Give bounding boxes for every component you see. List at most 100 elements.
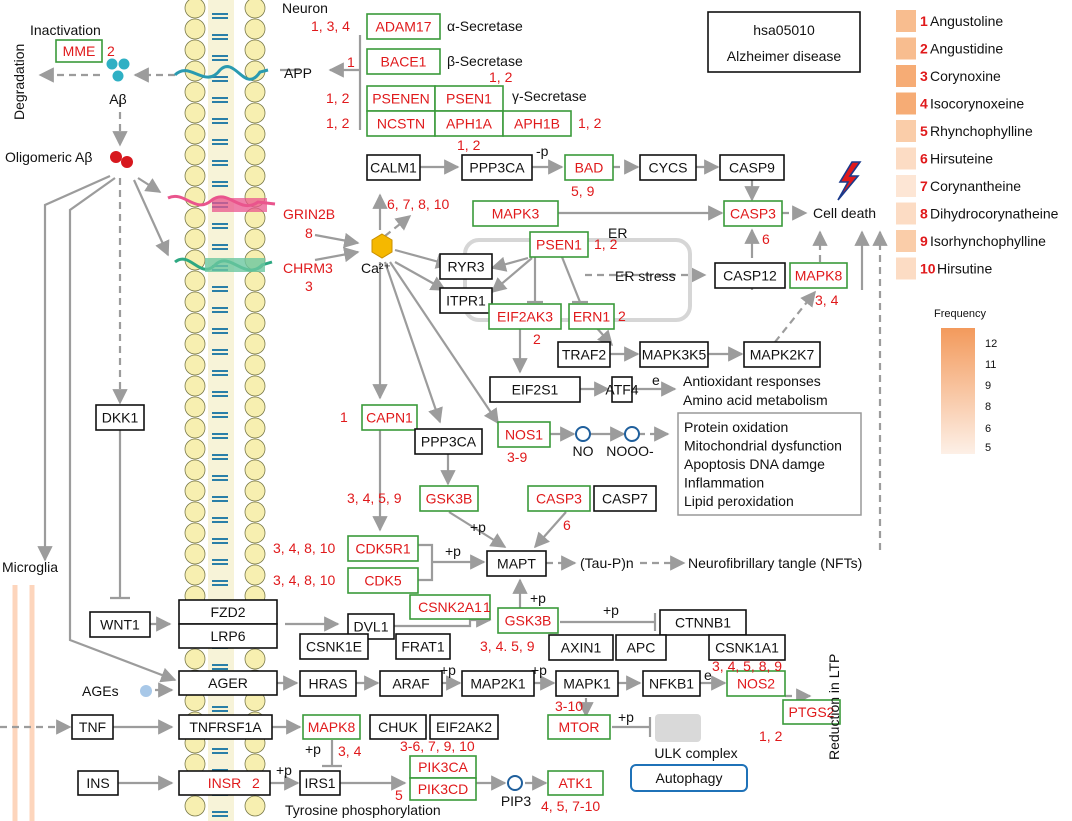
gene-aph1b[interactable]: APH1B — [502, 110, 572, 137]
gene-gsk3b2[interactable]: GSK3B — [497, 607, 559, 634]
gene-nos2[interactable]: NOS2 — [726, 670, 786, 697]
gene-eif2ak3[interactable]: EIF2AK3 — [488, 303, 562, 330]
ref-mapk8a: 3, 4 — [815, 292, 839, 308]
gene-csnk1e[interactable]: CSNK1E — [299, 633, 369, 660]
gene-label: ATF4 — [605, 382, 638, 398]
gene-atf4[interactable]: ATF4 — [605, 376, 639, 403]
gene-label: MAPK3 — [492, 206, 540, 222]
gene-axin1[interactable]: AXIN1 — [548, 634, 614, 661]
gene-map2k1[interactable]: MAP2K1 — [461, 670, 535, 697]
gene-mapk8a[interactable]: MAPK8 — [789, 262, 848, 289]
gene-csnk1a1[interactable]: CSNK1A1 — [708, 634, 786, 661]
gene-ryr3[interactable]: RYR3 — [439, 253, 493, 280]
gene-ppp3ca2[interactable]: PPP3CA — [414, 428, 483, 455]
gene-label: FZD2 — [211, 604, 246, 620]
gene-fzd2[interactable]: FZD2 — [178, 599, 278, 625]
ref-nos2: 3, 4, 5, 8, 9 — [712, 658, 782, 674]
gene-traf2[interactable]: TRAF2 — [557, 341, 611, 368]
gene-cdk5[interactable]: CDK5 — [347, 567, 419, 594]
gene-label: NOS2 — [737, 676, 775, 692]
gene-psen1b[interactable]: PSEN1 — [529, 231, 589, 258]
gene-csnk2a1[interactable]: CSNK2A1 — [409, 594, 491, 620]
gene-irs1[interactable]: IRS1 — [299, 770, 341, 796]
gene-itpr1[interactable]: ITPR1 — [439, 287, 493, 314]
gene-frat1[interactable]: FRAT1 — [395, 633, 451, 660]
gene-psen1a[interactable]: PSEN1 — [434, 85, 504, 112]
gene-ctnnb1[interactable]: CTNNB1 — [659, 609, 747, 636]
gene-adam17[interactable]: ADAM17 — [366, 13, 441, 40]
gene-pik3ca[interactable]: PIK3CA — [409, 755, 477, 779]
gene-map2k7[interactable]: MAPK2K7 — [743, 341, 821, 368]
gene-label: MAPK3K5 — [642, 347, 707, 363]
e-label: e — [652, 372, 660, 388]
tau-label: (Tau-P)n — [580, 555, 634, 571]
gene-ptgs2[interactable]: PTGS2 — [782, 699, 841, 725]
legend-swatch — [896, 37, 916, 60]
gene-ern1[interactable]: ERN1 — [568, 303, 615, 330]
gene-chuk[interactable]: CHUK — [369, 714, 427, 740]
gene-label: IRS1 — [304, 775, 335, 791]
gene-mapk8b[interactable]: MAPK8 — [302, 714, 361, 740]
ref-chrm3: 3 — [305, 278, 313, 294]
gene-hras[interactable]: HRAS — [299, 670, 357, 697]
p-plus-label: +p — [530, 590, 546, 606]
legend-num: 7 — [920, 178, 928, 194]
gene-araf[interactable]: ARAF — [379, 670, 443, 697]
p-plus-label: +p — [603, 602, 619, 618]
gene-label: BAD — [575, 160, 604, 176]
gene-wnt1[interactable]: WNT1 — [89, 611, 151, 638]
gene-label: APH1A — [446, 116, 493, 132]
gene-ins[interactable]: INS — [77, 770, 119, 796]
ref-pik: 3-6, 7, 9, 10 — [400, 738, 475, 754]
gene-lrp6[interactable]: LRP6 — [178, 623, 278, 649]
gene-label: MME — [63, 43, 96, 59]
gene-gsk3b1[interactable]: GSK3B — [419, 485, 479, 512]
nft-label: Neurofibrillary tangle (NFTs) — [688, 555, 862, 571]
gene-cdk5r1[interactable]: CDK5R1 — [347, 535, 419, 562]
gene-tnf[interactable]: TNF — [71, 714, 114, 740]
gene-mapt[interactable]: MAPT — [486, 550, 547, 577]
gene-nos1[interactable]: NOS1 — [497, 421, 551, 448]
gene-mapk1[interactable]: MAPK1 — [555, 670, 619, 697]
gene-tnfrsf1a[interactable]: TNFRSF1A — [178, 714, 273, 740]
gene-casp3a[interactable]: CASP3 — [723, 200, 783, 227]
gene-dkk1[interactable]: DKK1 — [95, 404, 145, 431]
frequency-tick: 9 — [985, 380, 991, 392]
gene-aph1a[interactable]: APH1A — [434, 110, 504, 137]
ref-psen1a: 1, 2 — [489, 69, 513, 85]
gene-casp12[interactable]: CASP12 — [714, 262, 786, 289]
gene-label: CASP3 — [536, 491, 582, 507]
gene-atk1[interactable]: ATK1 — [547, 770, 604, 796]
gene-map3k5[interactable]: MAPK3K5 — [639, 341, 709, 368]
receptors — [167, 65, 276, 272]
gene-pik3cd[interactable]: PIK3CD — [409, 777, 477, 801]
gene-mme[interactable]: MME — [55, 39, 103, 63]
gene-casp7[interactable]: CASP7 — [593, 485, 657, 512]
gene-nfkb1[interactable]: NFKB1 — [642, 670, 701, 697]
gene-mtor[interactable]: MTOR — [547, 714, 611, 740]
gene-label: NFKB1 — [649, 676, 694, 692]
gene-bace1[interactable]: BACE1 — [366, 48, 441, 75]
gene-cycs[interactable]: CYCS — [639, 154, 697, 181]
gene-casp3b[interactable]: CASP3 — [527, 485, 591, 512]
gene-label: TRAF2 — [562, 347, 607, 363]
gene-apc[interactable]: APC — [615, 634, 667, 661]
gene-casp9[interactable]: CASP9 — [719, 154, 785, 181]
gene-eif2s1[interactable]: EIF2S1 — [489, 376, 581, 403]
gene-insr[interactable]: INSR — [178, 770, 271, 796]
gene-ncstn[interactable]: NCSTN — [366, 110, 436, 137]
calcium-icon — [371, 233, 393, 259]
legend-num: 5 — [920, 123, 928, 139]
gene-ager[interactable]: AGER — [178, 670, 278, 696]
gene-psenen[interactable]: PSENEN — [366, 85, 436, 112]
p-plus-label: +p — [305, 741, 321, 757]
gene-mapk3[interactable]: MAPK3 — [472, 200, 559, 227]
gene-capn1[interactable]: CAPN1 — [361, 404, 418, 431]
frequency-tick: 6 — [985, 423, 991, 435]
gene-ppp3ca[interactable]: PPP3CA — [461, 154, 533, 181]
gene-eif2ak2[interactable]: EIF2AK2 — [429, 714, 499, 740]
neuron-label: Neuron — [282, 0, 328, 16]
gene-bad[interactable]: BAD — [564, 154, 614, 181]
gene-calm1[interactable]: CALM1 — [366, 154, 421, 181]
